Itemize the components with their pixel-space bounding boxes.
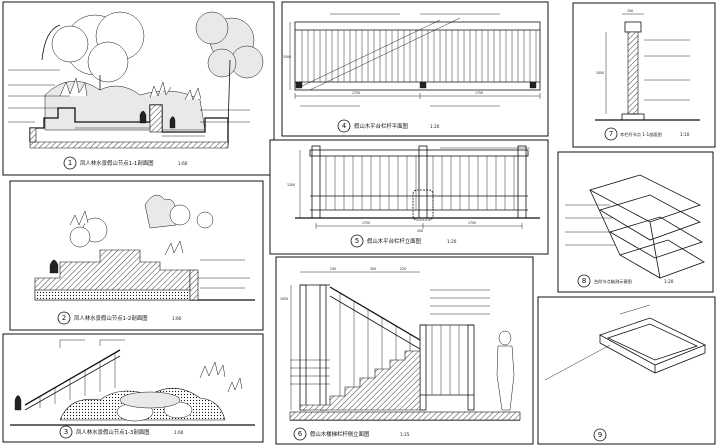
panel-7-dim-1050: 1050 — [596, 71, 604, 75]
panel-7-scale: 1:10 — [680, 132, 690, 137]
panel-8-scale: 1:20 — [664, 279, 674, 284]
panel-7-frame — [572, 2, 716, 148]
panel-4-railing-plan: 1750 1750 1500 4 假山木平台栏杆平面图 1:20 — [281, 1, 549, 137]
panel-4-frame — [281, 1, 549, 137]
panel-4-scale: 1:20 — [430, 124, 440, 129]
panel-3-leaders — [59, 339, 125, 348]
panel-5-dim-1750: 1750 — [362, 221, 370, 225]
panel-2-number: 2 — [62, 314, 66, 322]
panel-8-callout — [577, 274, 591, 288]
panel-1-section-1-1: 1 凤人林水景假山节点1-1剖面图 1:60 — [2, 1, 275, 176]
panel-6-scale: 1:25 — [400, 432, 410, 437]
panel-6-number: 6 — [298, 430, 302, 438]
panel-6-stair-railing-side: 230 300 220 1050 6 假山木楼梯栏杆侧立面图 1:25 — [275, 256, 534, 445]
panel-8-steps — [565, 174, 705, 279]
panel-2-caption: 凤人林水景假山节点1-2剖面图 — [74, 314, 148, 322]
panel-2-scale: 1:60 — [172, 316, 182, 321]
panel-1-number: 1 — [68, 159, 72, 167]
panel-4-caption: 假山木平台栏杆平面图 — [354, 122, 408, 130]
panel-3-plants — [10, 361, 255, 426]
panel-9-frame — [537, 296, 716, 445]
panel-7-number: 7 — [609, 130, 613, 138]
panel-5-caption: 假山木平台栏杆立面图 — [367, 237, 421, 245]
panel-1-trees — [41, 11, 264, 131]
panel-1-water-steps — [29, 104, 229, 149]
panel-2-callout — [57, 311, 71, 325]
panel-1-leaders — [8, 69, 250, 123]
panel-4-callout — [337, 119, 351, 133]
panel-9-callout — [593, 428, 607, 442]
panel-3-section-1-3: 3 凤人林水景假山节点1-3剖面图 1:60 — [2, 333, 264, 443]
panel-9-number: 9 — [598, 431, 602, 439]
panel-2-plants — [49, 194, 214, 274]
panel-3-scale: 1:60 — [174, 430, 184, 435]
panel-4-deck-plan — [294, 17, 541, 91]
panel-9-frame-axonometric: 9 — [537, 296, 716, 445]
panel-4-dim-1500: 1500 — [283, 55, 291, 59]
panel-8-caption: 台阶节点轴测示意图 — [594, 278, 632, 285]
panel-5-dim-1200: 1200 — [287, 183, 295, 187]
panel-2-wall-section — [34, 249, 255, 301]
panel-6-dim-220: 220 — [400, 267, 406, 271]
panel-4-dim-1750b: 1750 — [475, 91, 483, 95]
panel-5-scale: 1:20 — [447, 239, 457, 244]
panel-3-frame — [2, 333, 264, 443]
panel-1-callout — [63, 156, 77, 170]
panel-3-callout — [59, 425, 73, 439]
panel-7-callout — [604, 127, 618, 141]
panel-6-dim-300: 300 — [370, 267, 376, 271]
panel-8-step-axonometric: 8 台阶节点轴测示意图 1:20 — [557, 151, 714, 293]
panel-2-leaders — [200, 259, 245, 289]
panel-1-scale: 1:60 — [178, 161, 188, 166]
panel-6-human-figure — [496, 330, 515, 411]
panel-7-dim-150: 150 — [627, 9, 633, 13]
panel-7-caption: 木栏杆节点 1-1剖面图 — [620, 131, 662, 138]
panel-1-rockery — [44, 77, 206, 131]
panel-8-frame — [557, 151, 714, 293]
panel-9-drawing — [544, 304, 706, 381]
panel-6-dim-1050: 1050 — [280, 297, 288, 301]
panel-6-dimensions: 230 300 220 1050 — [280, 267, 490, 410]
panel-4-dimensions: 1750 1750 1500 — [283, 13, 541, 107]
panel-5-dimensions: 1750 1750 200 1200 — [287, 147, 530, 233]
panel-6-caption: 假山木楼梯栏杆侧立面图 — [310, 430, 369, 438]
panel-5-frame — [269, 139, 549, 255]
panel-5-number: 5 — [355, 237, 359, 245]
panel-6-callout — [293, 427, 307, 441]
panel-4-dim-1750: 1750 — [352, 91, 360, 95]
panel-5-railing — [295, 145, 540, 221]
panel-4-number: 4 — [342, 122, 346, 130]
panel-3-boulders — [59, 387, 226, 422]
panel-3-stair-railing — [24, 349, 121, 411]
panel-6-dim-230: 230 — [330, 267, 336, 271]
panel-8-number: 8 — [582, 277, 586, 285]
panel-5-railing-elevation: 1750 1750 200 1200 5 假山木平台栏杆立面图 1:20 — [269, 139, 549, 255]
panel-2-section-1-2: 2 凤人林水景假山节点1-2剖面图 1:60 — [9, 180, 264, 331]
panel-7-post-section: 1050 150 — [595, 9, 700, 121]
panel-7-railing-node-section: 1050 150 7 木栏杆节点 1-1剖面图 1:10 — [572, 2, 716, 148]
panel-3-number: 3 — [64, 428, 68, 436]
panel-5-dim-200: 200 — [417, 229, 423, 233]
panel-5-dim-1750b: 1750 — [468, 221, 476, 225]
panel-5-callout — [350, 234, 364, 248]
panel-6-stair — [289, 284, 521, 421]
panel-1-caption: 凤人林水景假山节点1-1剖面图 — [80, 159, 154, 167]
panel-3-caption: 凤人林水景假山节点1-3剖面图 — [76, 428, 150, 436]
